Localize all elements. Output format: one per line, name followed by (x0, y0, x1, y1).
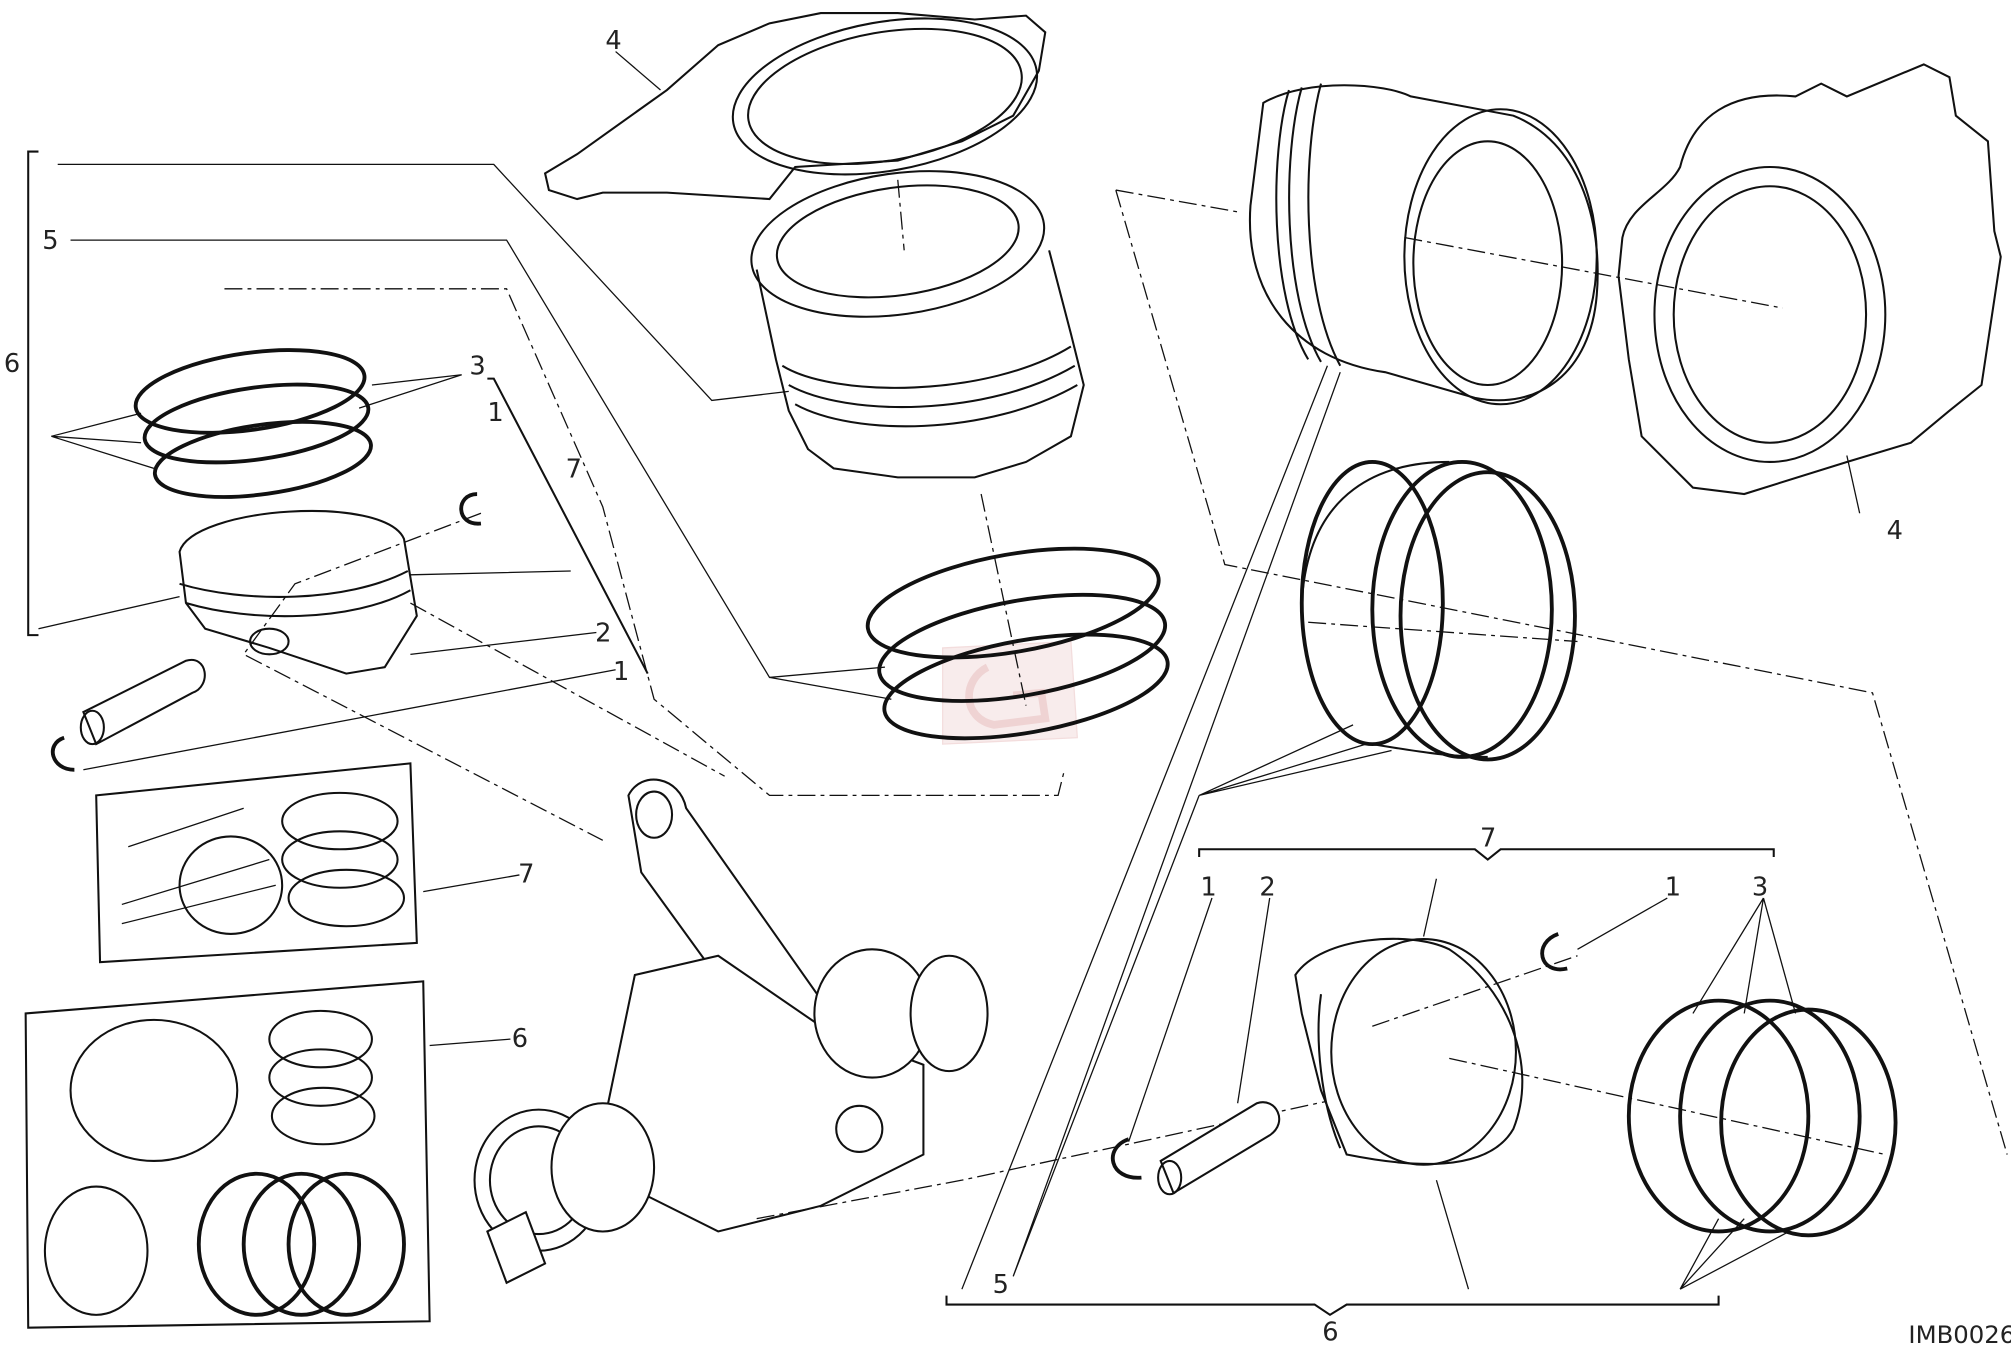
callout-right-pin: 2 (1259, 872, 1275, 902)
watermark-logo (942, 640, 1079, 745)
cylinder-left (750, 170, 1085, 479)
leader-lines-right (961, 189, 2008, 1290)
callout-left-rings: 3 (469, 352, 485, 382)
bracket-kit-right (945, 1295, 1720, 1317)
callout-left-bracket-kit: 6 (4, 349, 20, 379)
clip-right-left (1110, 1137, 1142, 1180)
cylinder-kit-box (24, 980, 431, 1329)
clip-right-right (1540, 932, 1568, 972)
callout-right-gasket: 4 (1887, 516, 1903, 546)
drawing-code: IMB00265 (1908, 1320, 2011, 1349)
callout-left-gasket: 4 (605, 26, 621, 56)
callout-right-cylinder: 5 (993, 1270, 1009, 1300)
callout-right-clip-right: 1 (1665, 872, 1681, 902)
piston-rings-right-bottom (1626, 998, 1898, 1238)
callout-left-cylinder: 5 (42, 226, 58, 256)
piston-rings-center (865, 546, 1170, 741)
bracket-piston-right (1198, 848, 1775, 861)
piston-left (178, 509, 418, 675)
callout-right-clip-left: 1 (1200, 872, 1216, 902)
bracket-kit-left (27, 150, 39, 637)
callout-right-bracket-kit: 6 (1322, 1317, 1338, 1347)
crankshaft-assembly (473, 778, 1437, 1285)
callout-right-rings: 3 (1752, 872, 1768, 902)
leader-lines-left (38, 51, 1066, 1047)
callout-piston-kit-box: 7 (518, 860, 534, 890)
callout-left-bracket-piston: 7 (566, 454, 582, 484)
callout-left-clip-top: 1 (487, 398, 503, 428)
piston-right (1294, 937, 1524, 1166)
head-gasket-right (1617, 63, 2002, 496)
bracket-piston-left (487, 377, 649, 675)
piston-kit-box (95, 762, 418, 964)
piston-rings-right-top (1299, 460, 1577, 762)
callout-right-bracket-piston: 7 (1480, 824, 1496, 854)
clip-left-top (459, 492, 482, 526)
head-gasket-left (543, 12, 1047, 201)
callout-left-clip-bottom: 1 (613, 657, 629, 687)
cylinder-right (1248, 83, 1599, 406)
callout-left-pin: 2 (595, 619, 611, 649)
piston-pin-right (1157, 1101, 1281, 1196)
clip-left-bottom (50, 735, 75, 772)
piston-pin-left (79, 658, 206, 746)
piston-rings-left (133, 348, 373, 499)
callout-cylinder-kit-box: 6 (512, 1024, 528, 1054)
